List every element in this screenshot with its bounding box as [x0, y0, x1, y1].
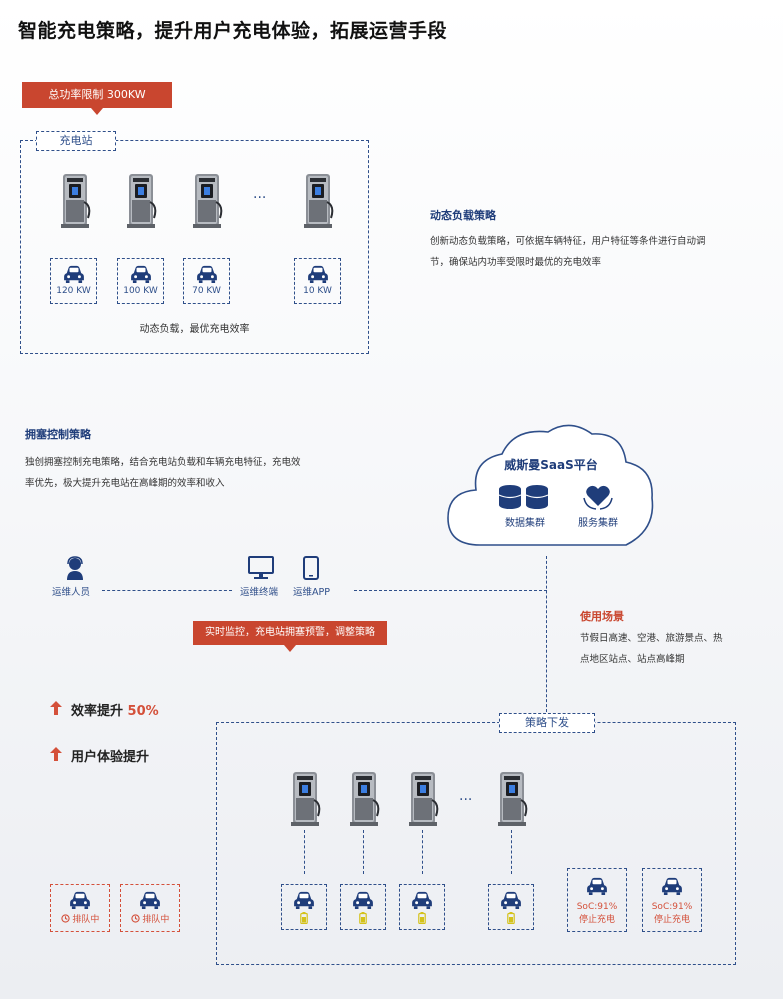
stopped-car-box: SoC:91% 停止充电 — [567, 868, 627, 932]
dynamic-strategy-text: 创新动态负载策略，可依据车辆特征，用户特征等条件进行自动调 节，确保站内功率受限… — [430, 231, 770, 273]
text-line: 节假日高速、空港、旅游景点、热 — [580, 633, 723, 644]
battery-icon — [359, 912, 367, 924]
car-icon — [293, 891, 315, 909]
car-icon — [130, 265, 152, 283]
dispatch-label: 策略下发 — [499, 713, 595, 733]
clock-icon — [61, 914, 70, 923]
charger-icon — [287, 770, 323, 826]
person-headset-icon — [67, 556, 83, 580]
car-icon — [63, 265, 85, 283]
benefit-experience: 用户体验提升 — [71, 750, 150, 765]
connector-line — [511, 830, 512, 874]
charger-icon — [494, 770, 530, 826]
connector-line — [354, 590, 547, 591]
car-icon — [69, 891, 91, 909]
car-power-box: 100 KW — [117, 258, 164, 304]
soc-label: SoC:91% — [651, 902, 693, 912]
text-line: 创新动态负载策略，可依据车辆特征，用户特征等条件进行自动调 — [430, 236, 706, 247]
service-heart-icon — [583, 485, 613, 510]
queue-label: 排队中 — [142, 915, 170, 925]
clock-icon — [131, 914, 140, 923]
up-arrow-icon — [50, 747, 62, 761]
text-line: 率优先，极大提升充电站在高峰期的效率和收入 — [25, 478, 225, 489]
monitor-tag: 实时监控，充电站拥塞预警，调整策略 — [193, 621, 387, 652]
car-icon — [500, 891, 522, 909]
car-power-label: 10 KW — [303, 286, 332, 296]
service-cluster-label: 服务集群 — [578, 518, 618, 529]
car-power-box: 70 KW — [183, 258, 230, 304]
data-cluster-label: 数据集群 — [505, 518, 545, 529]
ops-person-label: 运维人员 — [52, 587, 91, 598]
up-arrow-icon — [50, 701, 62, 715]
car-icon — [411, 891, 433, 909]
text-line: 节，确保站内功率受限时最优的充电效率 — [430, 257, 602, 268]
dispatch-box — [216, 722, 736, 965]
ellipsis: ··· — [459, 792, 473, 808]
charger-icon — [405, 770, 441, 826]
phone-icon — [303, 556, 319, 580]
queue-car-box: 排队中 — [50, 884, 110, 932]
battery-icon — [300, 912, 308, 924]
car-power-label: 100 KW — [123, 286, 158, 296]
charger-icon — [346, 770, 382, 826]
battery-icon — [507, 912, 515, 924]
car-icon — [139, 891, 161, 909]
connector-line — [363, 830, 364, 874]
car-icon — [661, 877, 683, 895]
usage-heading: 使用场景 — [580, 610, 624, 623]
station-caption: 动态负载，最优充电效率 — [139, 324, 250, 335]
text-line: 独创拥塞控制充电策略，结合充电站负载和车辆充电特征，充电效 — [25, 457, 301, 468]
station-box — [20, 140, 369, 354]
ops-app-label: 运维APP — [293, 587, 330, 598]
connector-line — [304, 830, 305, 874]
car-icon — [352, 891, 374, 909]
congestion-strategy-text: 独创拥塞控制充电策略，结合充电站负载和车辆充电特征，充电效 率优先，极大提升充电… — [25, 452, 365, 494]
car-icon — [196, 265, 218, 283]
connector-line — [546, 556, 547, 712]
car-icon — [307, 265, 329, 283]
car-power-box: 120 KW — [50, 258, 97, 304]
monitor-icon — [248, 556, 274, 579]
benefit-efficiency: 效率提升 50% — [71, 700, 159, 719]
charging-car-box — [340, 884, 386, 930]
connector-line — [422, 830, 423, 874]
power-limit-tag: 总功率限制 300KW — [22, 82, 172, 115]
database-icon — [498, 485, 549, 509]
battery-icon — [418, 912, 426, 924]
charger-icon — [189, 172, 225, 228]
charger-icon — [57, 172, 93, 228]
stop-label: 停止充电 — [653, 915, 690, 925]
station-label: 充电站 — [36, 131, 116, 151]
car-power-label: 120 KW — [56, 286, 91, 296]
ops-terminal-label: 运维终端 — [240, 587, 279, 598]
cloud-title: 威斯曼SaaS平台 — [504, 458, 598, 472]
stopped-car-box: SoC:91% 停止充电 — [642, 868, 702, 932]
car-power-box: 10 KW — [294, 258, 341, 304]
charger-icon — [300, 172, 336, 228]
cloud-shape — [447, 424, 654, 546]
ellipsis: ··· — [253, 190, 267, 206]
text-line: 点地区站点、站点高峰期 — [580, 654, 685, 665]
soc-label: SoC:91% — [576, 902, 618, 912]
car-power-label: 70 KW — [192, 286, 221, 296]
dynamic-strategy-heading: 动态负载策略 — [430, 209, 496, 222]
benefit-efficiency-label: 效率提升 — [71, 704, 128, 719]
charging-car-box — [488, 884, 534, 930]
usage-text: 节假日高速、空港、旅游景点、热 点地区站点、站点高峰期 — [580, 628, 770, 670]
page-title: 智能充电策略，提升用户充电体验，拓展运营手段 — [18, 20, 448, 42]
queue-label: 排队中 — [72, 915, 100, 925]
charging-car-box — [399, 884, 445, 930]
queue-car-box: 排队中 — [120, 884, 180, 932]
benefit-efficiency-value: 50% — [127, 704, 159, 719]
car-icon — [586, 877, 608, 895]
charger-icon — [123, 172, 159, 228]
connector-line — [102, 590, 232, 591]
charging-car-box — [281, 884, 327, 930]
congestion-strategy-heading: 拥塞控制策略 — [25, 428, 91, 441]
stop-label: 停止充电 — [578, 915, 615, 925]
